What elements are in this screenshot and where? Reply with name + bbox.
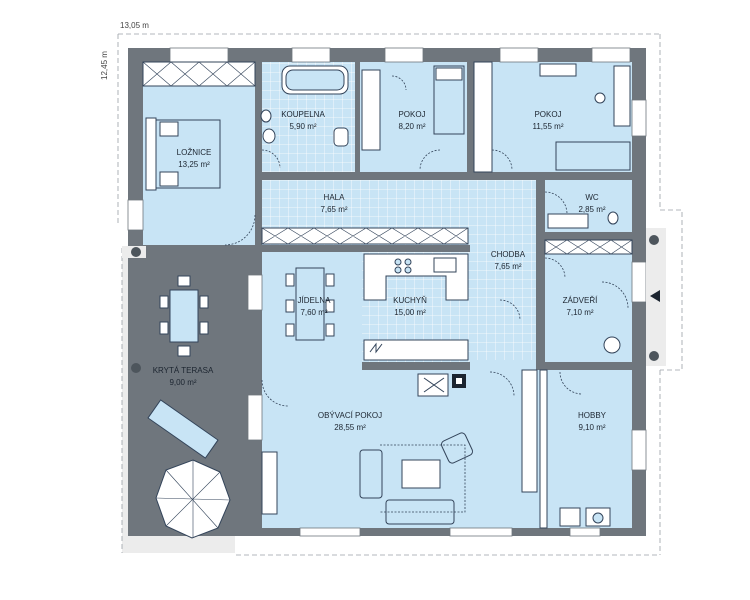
wc-fixtures bbox=[547, 211, 619, 229]
label-koupelna-area: 5,90 m² bbox=[289, 122, 316, 131]
dining-table bbox=[285, 267, 335, 341]
bed-room-1 bbox=[361, 65, 465, 151]
label-kuchyn-area: 15,00 m² bbox=[394, 308, 426, 317]
windows bbox=[127, 47, 647, 537]
label-hobby-area: 9,10 m² bbox=[578, 423, 605, 432]
room-hobby bbox=[547, 370, 632, 528]
label-chodba-area: 7,65 m² bbox=[494, 262, 521, 271]
wardrobes bbox=[142, 61, 633, 529]
dimension-lines bbox=[117, 33, 683, 556]
double-bed bbox=[145, 117, 221, 191]
terrace-table bbox=[159, 275, 209, 357]
label-jidelna-name: JÍDELNA bbox=[298, 296, 332, 305]
label-chodba-name: CHODBA bbox=[491, 250, 526, 259]
dimension-depth: 12,45 m bbox=[100, 51, 109, 80]
stove bbox=[417, 373, 466, 397]
label-wc-name: WC bbox=[585, 193, 599, 202]
label-pokoj1-name: POKOJ bbox=[398, 110, 425, 119]
kitchen-counter bbox=[363, 253, 469, 361]
sun-lounger bbox=[147, 399, 219, 459]
living-furniture bbox=[359, 432, 474, 525]
label-zadveri-area: 7,10 m² bbox=[566, 308, 593, 317]
bed-room-2 bbox=[539, 63, 631, 171]
door-swings bbox=[224, 149, 583, 407]
dimension-width: 13,05 m bbox=[120, 21, 149, 30]
room-chodba bbox=[470, 245, 536, 362]
label-zadveri-name: ZÁDVEŘÍ bbox=[563, 296, 598, 305]
entrance-arrow-icon bbox=[650, 290, 660, 302]
parasol bbox=[155, 459, 231, 539]
label-jidelna-area: 7,60 m² bbox=[300, 308, 327, 317]
label-wc-area: 2,85 m² bbox=[578, 205, 605, 214]
label-pokoj1-area: 8,20 m² bbox=[398, 122, 425, 131]
label-terasa-area: 9,00 m² bbox=[169, 378, 196, 387]
label-loznice-area: 13,25 m² bbox=[178, 160, 210, 169]
label-hala-name: HALA bbox=[324, 193, 346, 202]
label-obyvaci-name: OBÝVACÍ POKOJ bbox=[318, 411, 382, 420]
label-koupelna-name: KOUPELNA bbox=[281, 110, 325, 119]
label-hala-area: 7,65 m² bbox=[320, 205, 347, 214]
entrance-fixtures bbox=[601, 281, 629, 354]
label-loznice-name: LOŽNICE bbox=[177, 148, 212, 157]
label-hobby-name: HOBBY bbox=[578, 411, 607, 420]
label-kuchyn-name: KUCHYŇ bbox=[393, 296, 427, 305]
label-pokoj2-name: POKOJ bbox=[534, 110, 561, 119]
label-terasa-name: KRYTÁ TERASA bbox=[153, 366, 214, 375]
hobby-fixtures bbox=[559, 507, 611, 527]
label-obyvaci-area: 28,55 m² bbox=[334, 423, 366, 432]
bathroom-fixtures bbox=[260, 65, 349, 147]
label-pokoj2-area: 11,55 m² bbox=[533, 122, 564, 131]
